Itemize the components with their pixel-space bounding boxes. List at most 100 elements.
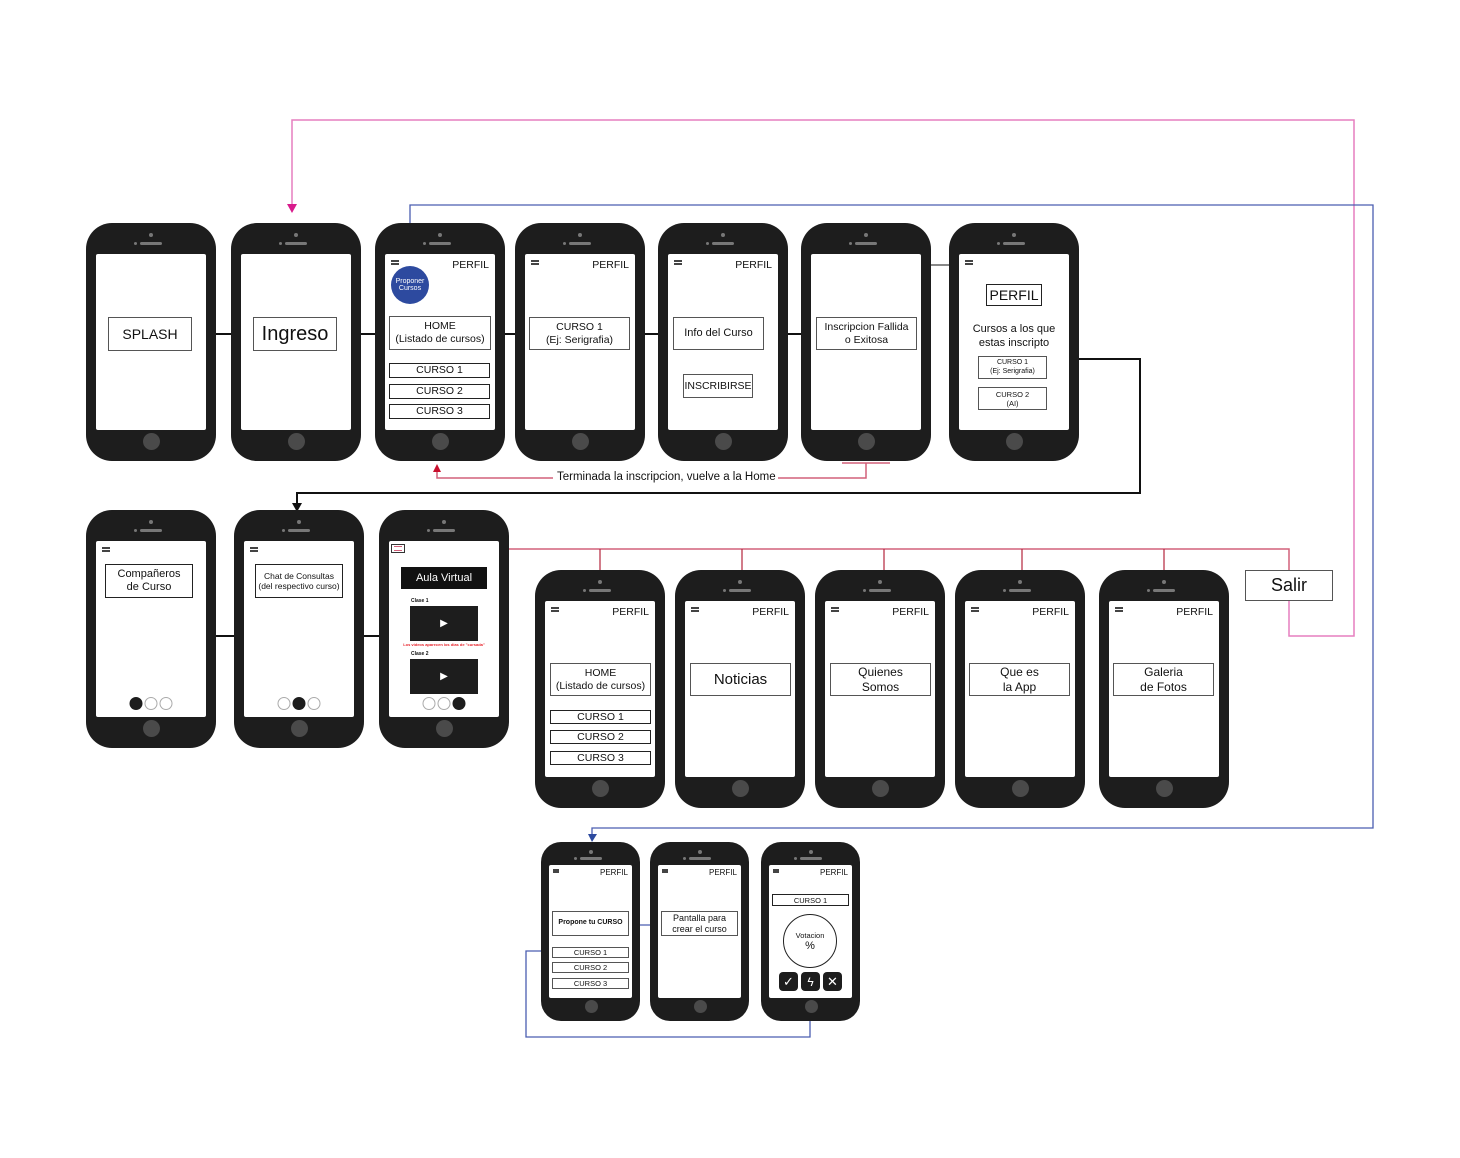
speaker-icon (282, 529, 285, 532)
check-icon: ✓ (783, 973, 794, 989)
course-item[interactable]: CURSO 3 (552, 978, 629, 989)
boost-button[interactable]: ϟ (801, 972, 820, 991)
hamburger-menu-icon[interactable] (391, 544, 405, 553)
home-button-icon (592, 780, 609, 797)
enroll-button[interactable]: INSCRIBIRSE (683, 374, 753, 398)
course-item[interactable]: CURSO 3 (389, 404, 490, 419)
phone-screen: PERFIL Propone tu CURSO CURSO 1 CURSO 2 … (549, 865, 632, 998)
camera-icon (588, 850, 593, 854)
speaker-icon (288, 529, 310, 532)
page-dot[interactable] (307, 697, 321, 710)
perfil-link[interactable]: PERFIL (708, 868, 737, 877)
speaker-icon (589, 589, 611, 592)
hamburger-menu-icon[interactable] (1115, 607, 1123, 612)
perfil-link[interactable]: PERFIL (1032, 606, 1069, 618)
play-icon[interactable]: ▶ (440, 671, 448, 682)
perfil-link[interactable]: PERFIL (1176, 606, 1213, 618)
course-title: CURSO 1(Ej: Serigrafia) (529, 317, 630, 350)
vote-gauge: Votacion % (783, 914, 837, 968)
perfil-link[interactable]: PERFIL (892, 606, 929, 618)
play-icon[interactable]: ▶ (440, 618, 448, 629)
propose-course-button[interactable]: Proponer Cursos (391, 266, 429, 304)
page-dot[interactable] (452, 697, 466, 710)
perfil-link[interactable]: PERFIL (819, 868, 848, 877)
enrolled-course[interactable]: CURSO 1(Ej: Serigrafia) (978, 356, 1047, 379)
page-dot[interactable] (292, 697, 306, 710)
connector-menu (407, 548, 1290, 572)
phone-screen: PERFIL CURSO 1 Votacion % ✓ ϟ ✕ (769, 865, 852, 998)
speaker-icon (997, 242, 1000, 245)
phone-screen: Chat de Consultas(del respectivo curso) (244, 541, 354, 717)
hamburger-menu-icon[interactable] (551, 607, 559, 612)
phone-screen: PERFIL Info del Curso INSCRIBIRSE (668, 254, 778, 430)
speaker-icon (1009, 589, 1031, 592)
page-dot[interactable] (144, 697, 158, 710)
hamburger-menu-icon[interactable] (553, 869, 559, 873)
phone-ingreso: Ingreso (231, 223, 361, 461)
camera-icon (149, 233, 153, 237)
course-item[interactable]: CURSO 3 (550, 751, 651, 765)
hamburger-menu-icon[interactable] (971, 607, 979, 612)
page-dot[interactable] (159, 697, 173, 710)
hamburger-menu-icon[interactable] (831, 607, 839, 612)
course-item[interactable]: CURSO 1 (550, 710, 651, 724)
speaker-icon (134, 242, 137, 245)
close-icon: ✕ (827, 973, 838, 989)
speaker-icon (1003, 589, 1006, 592)
video-player[interactable]: ▶ (410, 606, 478, 641)
hamburger-menu-icon[interactable] (102, 547, 110, 552)
speaker-icon (427, 529, 430, 532)
hamburger-menu-icon[interactable] (250, 547, 258, 552)
speaker-icon (563, 242, 566, 245)
splash-title: SPLASH (108, 317, 192, 351)
approve-button[interactable]: ✓ (779, 972, 798, 991)
hamburger-menu-icon[interactable] (691, 607, 699, 612)
phone-info: PERFIL Info del Curso INSCRIBIRSE (658, 223, 788, 461)
course-item[interactable]: CURSO 2 (552, 962, 629, 973)
perfil-link[interactable]: PERFIL (752, 606, 789, 618)
speaker-icon (279, 242, 282, 245)
course-item[interactable]: CURSO 2 (550, 730, 651, 744)
camera-icon (149, 520, 153, 524)
page-dot[interactable] (129, 697, 143, 710)
speaker-icon (583, 589, 586, 592)
hamburger-menu-icon[interactable] (773, 869, 779, 873)
perfil-link[interactable]: PERFIL (592, 259, 629, 271)
home-button-icon (143, 720, 160, 737)
perfil-link[interactable]: PERFIL (452, 259, 489, 271)
perfil-link[interactable]: PERFIL (735, 259, 772, 271)
ingreso-title[interactable]: Ingreso (253, 317, 337, 351)
home-button-icon (715, 433, 732, 450)
noticias-title: Noticias (690, 663, 791, 696)
perfil-link[interactable]: PERFIL (599, 868, 628, 877)
camera-icon (578, 233, 582, 237)
video-player[interactable]: ▶ (410, 659, 478, 694)
home-button-icon (732, 780, 749, 797)
speaker-icon (423, 242, 426, 245)
perfil-link[interactable]: PERFIL (612, 606, 649, 618)
hamburger-menu-icon[interactable] (531, 260, 539, 265)
page-dot[interactable] (277, 697, 291, 710)
hamburger-menu-icon[interactable] (391, 260, 399, 265)
info-title: Info del Curso (673, 317, 764, 350)
home-button-icon (143, 433, 160, 450)
reject-button[interactable]: ✕ (823, 972, 842, 991)
logout-button[interactable]: Salir (1245, 570, 1333, 601)
hamburger-menu-icon[interactable] (662, 869, 668, 873)
course-item[interactable]: CURSO 1 (389, 363, 490, 378)
page-dot[interactable] (422, 697, 436, 710)
camera-icon (297, 520, 301, 524)
hamburger-menu-icon[interactable] (674, 260, 682, 265)
page-dot[interactable] (437, 697, 451, 710)
enrolled-course[interactable]: CURSO 2(AI) (978, 387, 1047, 410)
course-item[interactable]: CURSO 1 (552, 947, 629, 958)
vote-course: CURSO 1 (772, 894, 849, 906)
course-item[interactable]: CURSO 2 (389, 384, 490, 399)
hamburger-menu-icon[interactable] (965, 260, 973, 265)
